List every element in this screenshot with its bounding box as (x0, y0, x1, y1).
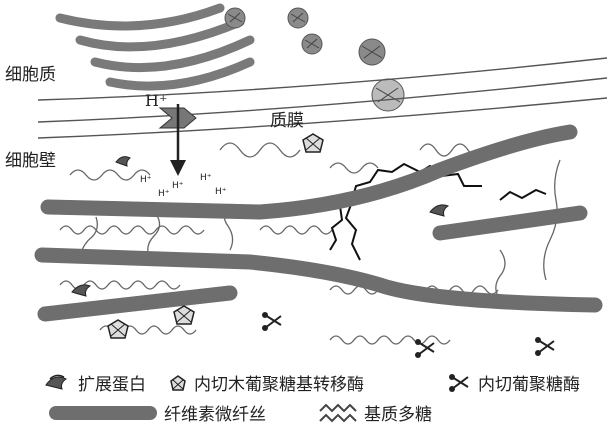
expansin-protein (72, 157, 448, 296)
proton-ion: H⁺ (200, 173, 212, 183)
endoglucanase-icon (448, 373, 472, 393)
proton-ion: H⁺ (158, 189, 170, 199)
cell-wall-diagram: H⁺ H⁺ H⁺ H⁺ H⁺ H⁺ 质膜 (0, 0, 607, 360)
legend-endoglucanase-label: 内切葡聚糖酶 (478, 370, 580, 395)
matrix-polysaccharide-icon (318, 401, 358, 425)
matrix-polysaccharides (60, 143, 560, 344)
expansin-icon (44, 373, 72, 393)
proton-ions: H⁺ H⁺ H⁺ H⁺ H⁺ (140, 173, 227, 199)
golgi-apparatus (60, 8, 250, 86)
legend-expansin-label: 扩展蛋白 (78, 370, 146, 395)
legend-microfibril-label: 纤维素微纤丝 (164, 400, 266, 425)
cell-wall-label: 细胞壁 (5, 146, 56, 171)
legend: 扩展蛋白 内切木葡聚糖基转移酶 内切葡聚糖酶 纤维素微纤丝 基质多糖 (0, 362, 607, 427)
legend-microfibril: 纤维素微纤丝 (48, 400, 266, 425)
proton-ion: H⁺ (172, 181, 184, 191)
proton-ion: H⁺ (215, 187, 227, 197)
cytoplasm-label: 细胞质 (5, 60, 56, 85)
legend-matrix-label: 基质多糖 (364, 400, 432, 425)
plasma-membrane-label: 质膜 (270, 111, 304, 131)
legend-xet: 内切木葡聚糖基转移酶 (168, 370, 364, 395)
endoglucanase-enzyme (265, 315, 554, 355)
legend-endoglucanase: 内切葡聚糖酶 (448, 370, 580, 395)
microfibril-icon (48, 403, 158, 423)
legend-expansin: 扩展蛋白 (44, 370, 146, 395)
legend-xet-label: 内切木葡聚糖基转移酶 (194, 370, 364, 395)
proton-label: H⁺ (145, 91, 167, 110)
proton-ion: H⁺ (140, 175, 152, 185)
proton-pump (160, 104, 196, 176)
legend-matrix: 基质多糖 (318, 400, 432, 425)
xet-icon (168, 373, 188, 393)
